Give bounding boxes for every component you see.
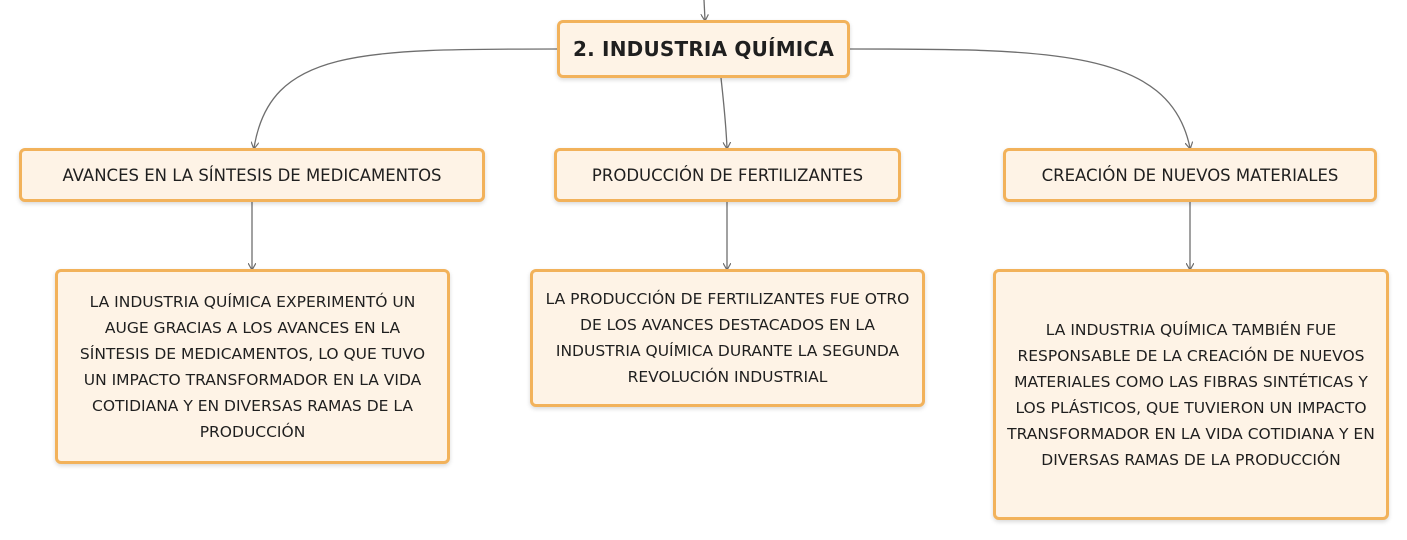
topic-node-label: PRODUCCIÓN DE FERTILIZANTES xyxy=(591,165,864,185)
connector-root-to-medicamentos xyxy=(254,48,558,148)
connector-parent-to-root xyxy=(704,0,705,20)
topic-node-fertilizantes[interactable]: PRODUCCIÓN DE FERTILIZANTES xyxy=(554,148,901,202)
topic-node-materiales[interactable]: CREACIÓN DE NUEVOS MATERIALES xyxy=(1003,148,1377,202)
root-node[interactable]: 2. INDUSTRIA QUÍMICA xyxy=(557,20,850,78)
detail-node-text: LA INDUSTRIA QUÍMICA EXPERIMENTÓ UN AUGE… xyxy=(79,292,426,441)
detail-node-materiales[interactable]: LA INDUSTRIA QUÍMICA TAMBIÉN FUE RESPONS… xyxy=(993,269,1389,520)
topic-node-label: AVANCES EN LA SÍNTESIS DE MEDICAMENTOS xyxy=(62,165,442,185)
detail-node-text: LA PRODUCCIÓN DE FERTILIZANTES FUE OTRO … xyxy=(545,290,910,386)
connector-root-to-fertilizantes xyxy=(720,77,727,148)
root-node-title: 2. INDUSTRIA QUÍMICA xyxy=(572,37,834,61)
detail-node-fertilizantes[interactable]: LA PRODUCCIÓN DE FERTILIZANTES FUE OTRO … xyxy=(530,269,925,407)
connector-root-to-materiales xyxy=(849,48,1190,148)
detail-node-medicamentos[interactable]: LA INDUSTRIA QUÍMICA EXPERIMENTÓ UN AUGE… xyxy=(55,269,450,464)
topic-node-medicamentos[interactable]: AVANCES EN LA SÍNTESIS DE MEDICAMENTOS xyxy=(19,148,485,202)
detail-node-text: LA INDUSTRIA QUÍMICA TAMBIÉN FUE RESPONS… xyxy=(1007,320,1375,469)
topic-node-label: CREACIÓN DE NUEVOS MATERIALES xyxy=(1041,165,1339,185)
